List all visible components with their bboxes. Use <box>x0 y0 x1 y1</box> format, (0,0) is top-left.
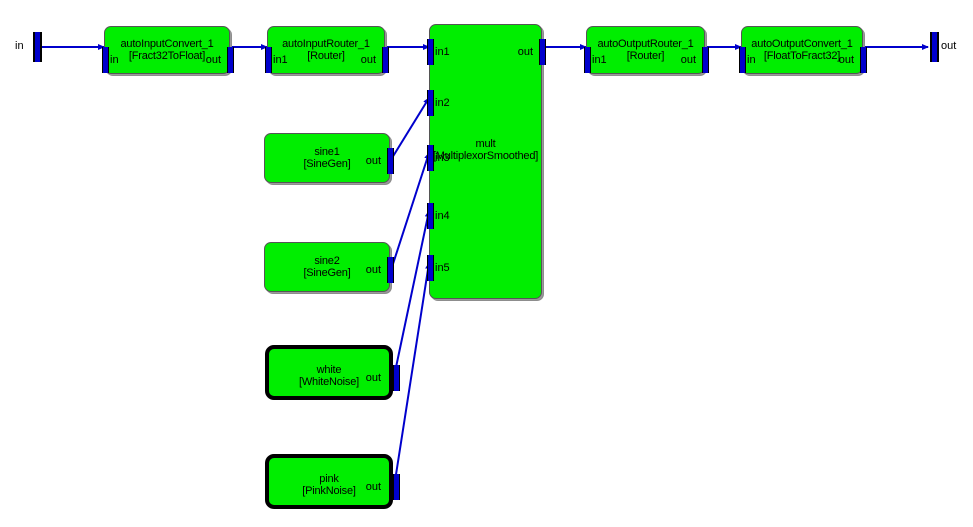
output-port-out[interactable] <box>382 47 389 73</box>
terminal-pin-in[interactable] <box>33 32 42 62</box>
output-port-label: out <box>205 54 221 66</box>
block-pink[interactable]: pink[PinkNoise] out <box>265 454 400 509</box>
block-title: mult <box>475 138 496 150</box>
input-port-in4[interactable] <box>427 203 434 229</box>
output-port-out[interactable] <box>387 257 394 283</box>
output-port-out[interactable] <box>393 365 400 391</box>
block-title: pink <box>319 472 339 485</box>
output-port-out[interactable] <box>702 47 709 73</box>
output-port-out[interactable] <box>860 47 867 73</box>
output-port-out[interactable] <box>393 474 400 500</box>
input-port-label: in2 <box>435 97 450 109</box>
block-title: autoInputRouter_1 <box>282 38 370 50</box>
block-subtitle: [MultiplexorSmoothed] <box>432 150 539 162</box>
input-port-in1[interactable] <box>427 39 434 65</box>
block-subtitle: [PinkNoise] <box>302 484 356 497</box>
input-port-in[interactable] <box>739 47 746 73</box>
block-title: autoInputConvert_1 <box>120 38 214 50</box>
block-autoOutputRouter_1[interactable]: autoOutputRouter_1[Router] in1 out <box>584 26 709 74</box>
input-port-label: in3 <box>435 152 450 164</box>
block-subtitle: [FloatToFract32] <box>763 50 841 62</box>
input-port-label: in4 <box>435 210 450 222</box>
input-port-in1[interactable] <box>265 47 272 73</box>
block-title: white <box>316 363 342 376</box>
input-port-in2[interactable] <box>427 90 434 116</box>
block-subtitle: [Router] <box>307 50 345 62</box>
block-autoInputConvert_1[interactable]: autoInputConvert_1[Fract32ToFloat] in out <box>102 26 234 74</box>
input-port-in1[interactable] <box>584 47 591 73</box>
block-title: autoOutputConvert_1 <box>751 38 853 50</box>
input-port-label: in1 <box>592 54 607 66</box>
input-port-label: in1 <box>435 46 450 58</box>
connection-wire[interactable] <box>391 152 431 268</box>
terminal-label-out: out <box>941 40 957 52</box>
output-port-label: out <box>365 372 381 384</box>
connection-wire[interactable] <box>394 210 431 373</box>
block-mult[interactable]: mult[MultiplexorSmoothed] in1 in2 in3 in4 in5… <box>427 24 546 299</box>
input-port-label: in5 <box>435 262 450 274</box>
output-port-label: out <box>680 54 696 66</box>
output-port-label: out <box>360 54 376 66</box>
block-subtitle: [WhiteNoise] <box>299 375 359 388</box>
block-autoOutputConvert_1[interactable]: autoOutputConvert_1[FloatToFract32] in out <box>739 26 867 74</box>
block-white[interactable]: white[WhiteNoise] out <box>265 345 400 400</box>
input-port-label: in <box>110 54 119 66</box>
output-port-out[interactable] <box>539 39 546 65</box>
output-port-label: out <box>517 46 533 58</box>
connection-wire[interactable] <box>391 97 430 159</box>
block-subtitle: [Router] <box>626 50 665 62</box>
output-port-label: out <box>365 481 381 493</box>
block-subtitle: [SineGen] <box>303 158 351 170</box>
terminal-pin-out[interactable] <box>930 32 939 62</box>
output-port-out[interactable] <box>387 148 394 174</box>
block-title: sine1 <box>314 146 340 158</box>
block-autoInputRouter_1[interactable]: autoInputRouter_1[Router] in1 out <box>265 26 389 74</box>
input-port-in[interactable] <box>102 47 109 73</box>
input-port-label: in <box>747 54 756 66</box>
output-port-label: out <box>838 54 854 66</box>
block-title: autoOutputRouter_1 <box>597 38 694 50</box>
input-port-in5[interactable] <box>427 255 434 281</box>
block-title: sine2 <box>314 255 340 267</box>
block-subtitle: [Fract32ToFloat] <box>128 50 206 62</box>
block-sine2[interactable]: sine2[SineGen] out <box>264 242 394 292</box>
terminal-label-in: in <box>15 40 24 52</box>
block-subtitle: [SineGen] <box>303 267 351 279</box>
input-port-label: in1 <box>273 54 288 66</box>
output-port-label: out <box>365 155 381 167</box>
output-port-label: out <box>365 264 381 276</box>
input-port-in3[interactable] <box>427 145 434 171</box>
output-port-out[interactable] <box>227 47 234 73</box>
block-sine1[interactable]: sine1[SineGen] out <box>264 133 394 183</box>
connection-wire[interactable] <box>394 262 432 482</box>
